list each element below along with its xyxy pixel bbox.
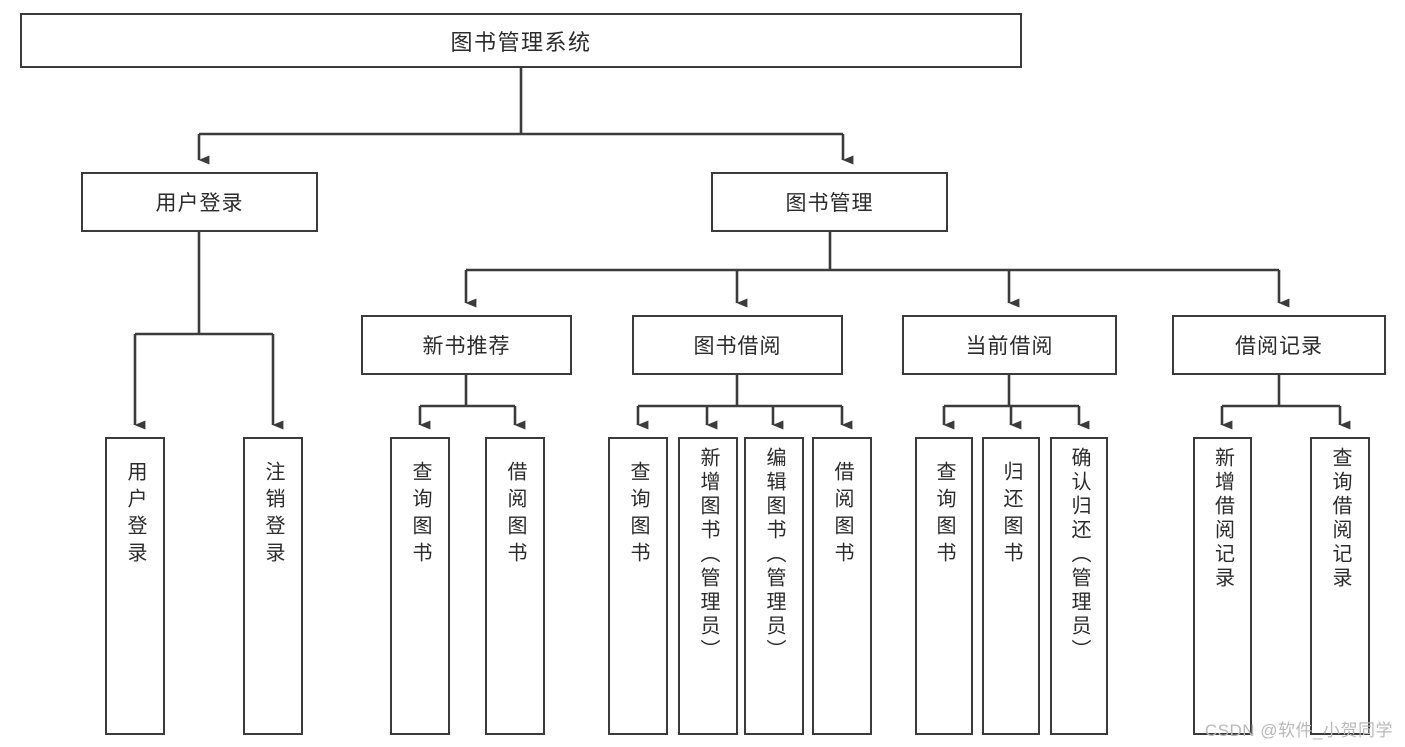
leaf-book-borrow-query-book[interactable]: 查询图书 bbox=[608, 437, 668, 735]
leaf-label: 查询图书 bbox=[627, 461, 649, 569]
node-book-management[interactable]: 图书管理 bbox=[711, 172, 948, 232]
node-book-borrow[interactable]: 图书借阅 bbox=[632, 315, 843, 375]
leaf-label: 借阅图书 bbox=[504, 461, 526, 569]
leaf-label: 注销登录 bbox=[262, 461, 284, 569]
leaf-book-borrow-add-book-admin[interactable]: 新增图书（管理员） bbox=[678, 437, 738, 735]
leaf-label: 新增图书（管理员） bbox=[697, 447, 719, 663]
leaf-label: 查询图书 bbox=[933, 461, 955, 569]
leaf-new-book-query-book[interactable]: 查询图书 bbox=[390, 437, 450, 735]
node-label: 图书管理系统 bbox=[450, 29, 592, 55]
leaf-current-borrow-return-book[interactable]: 归还图书 bbox=[982, 437, 1040, 735]
leaf-book-borrow-borrow-book[interactable]: 借阅图书 bbox=[812, 437, 872, 735]
leaf-new-book-borrow-book[interactable]: 借阅图书 bbox=[485, 437, 545, 735]
leaf-label: 借阅图书 bbox=[831, 461, 853, 569]
leaf-label: 归还图书 bbox=[1000, 461, 1022, 569]
node-label: 图书借阅 bbox=[693, 335, 782, 358]
node-label: 当前借阅 bbox=[965, 335, 1054, 358]
leaf-current-borrow-confirm-return-admin[interactable]: 确认归还（管理员） bbox=[1050, 437, 1108, 735]
leaf-user-login-login[interactable]: 用户登录 bbox=[105, 437, 165, 735]
node-new-book-recommend[interactable]: 新书推荐 bbox=[361, 315, 572, 375]
leaf-current-borrow-query-book[interactable]: 查询图书 bbox=[915, 437, 973, 735]
node-label: 借阅记录 bbox=[1235, 335, 1323, 358]
leaf-borrow-record-add-record[interactable]: 新增借阅记录 bbox=[1193, 437, 1252, 735]
node-borrow-record[interactable]: 借阅记录 bbox=[1172, 315, 1386, 375]
leaf-book-borrow-edit-book-admin[interactable]: 编辑图书（管理员） bbox=[744, 437, 804, 735]
node-current-borrow[interactable]: 当前借阅 bbox=[902, 315, 1117, 375]
leaf-label: 查询借阅记录 bbox=[1329, 447, 1351, 591]
node-label: 新书推荐 bbox=[422, 335, 511, 358]
csdn-watermark: CSDN @软件_小贺同学 bbox=[1204, 721, 1393, 740]
leaf-label: 用户登录 bbox=[124, 461, 146, 569]
leaf-label: 编辑图书（管理员） bbox=[763, 447, 785, 663]
leaf-label: 新增借阅记录 bbox=[1211, 447, 1234, 591]
leaf-label: 查询图书 bbox=[409, 461, 431, 569]
node-label: 用户登录 bbox=[155, 192, 244, 215]
leaf-borrow-record-query-record[interactable]: 查询借阅记录 bbox=[1310, 437, 1370, 735]
node-label: 图书管理 bbox=[785, 192, 874, 215]
node-root-book-management-system[interactable]: 图书管理系统 bbox=[20, 13, 1022, 68]
leaf-label: 确认归还（管理员） bbox=[1068, 447, 1090, 663]
node-user-login[interactable]: 用户登录 bbox=[81, 172, 318, 232]
leaf-user-login-logout[interactable]: 注销登录 bbox=[243, 437, 303, 735]
